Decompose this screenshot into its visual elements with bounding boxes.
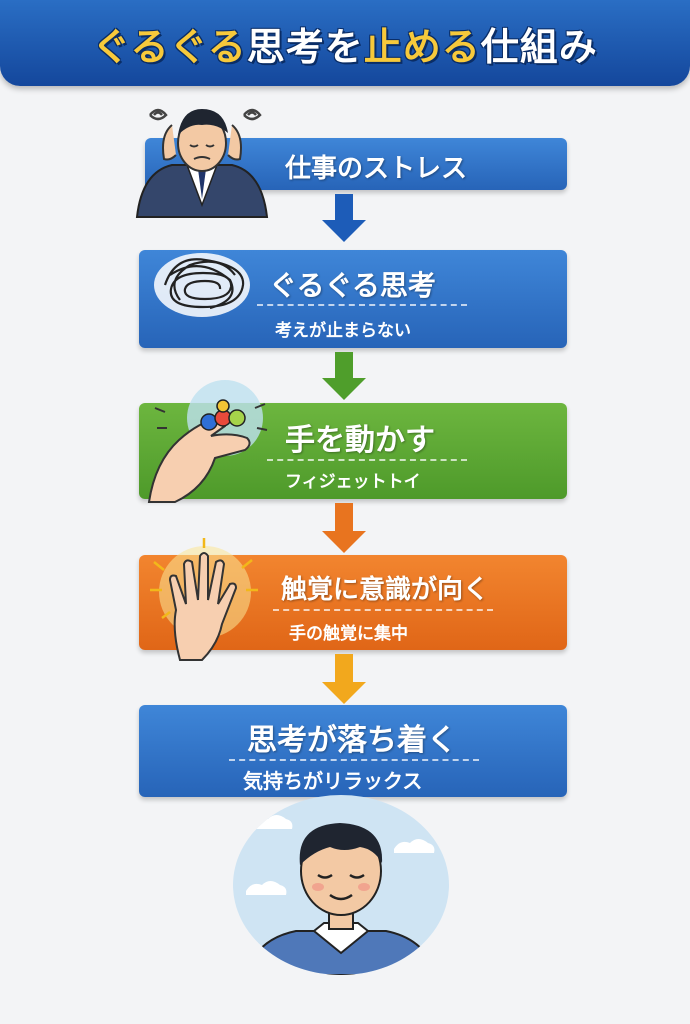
title-bar: ぐるぐる思考を止める仕組み (0, 0, 690, 86)
dash-divider (229, 759, 479, 761)
dash-divider (257, 304, 467, 306)
tangled-scribble-icon (154, 253, 250, 317)
step-label-tactile-focus: 触覚に意識が向く (281, 575, 490, 605)
step-box-move-hands: 手を動かす フィジェットトイ (139, 403, 567, 499)
dash-divider (267, 459, 467, 461)
step-label-move-hands: 手を動かす (285, 423, 435, 458)
glowing-hand-icon (150, 538, 258, 661)
step-box-calm: 思考が落ち着く 気持ちがリラックス (139, 705, 567, 797)
page-title: ぐるぐる思考を止める仕組み (92, 16, 598, 71)
step-label-rumination: ぐるぐる思考 (269, 269, 436, 302)
dash-divider (273, 609, 493, 611)
fidget-toy-hand-icon (147, 380, 268, 503)
step-sub-rumination: 考えが止まらない (275, 321, 411, 341)
stressed-man-icon (135, 108, 269, 218)
step-sub-calm: 気持ちがリラックス (243, 769, 423, 793)
step-label-stress: 仕事のストレス (285, 154, 468, 184)
step-label-calm: 思考が落ち着く (247, 723, 457, 758)
step-sub-move-hands: フィジェットトイ (285, 472, 421, 492)
relaxed-man-icon (233, 795, 449, 975)
step-sub-tactile-focus: 手の触覚に集中 (289, 624, 408, 644)
title-part3: 止める (363, 24, 481, 69)
title-part1: ぐるぐる (92, 24, 247, 69)
title-part2: 思考を (246, 24, 364, 69)
title-part4: 仕組み (480, 24, 598, 69)
